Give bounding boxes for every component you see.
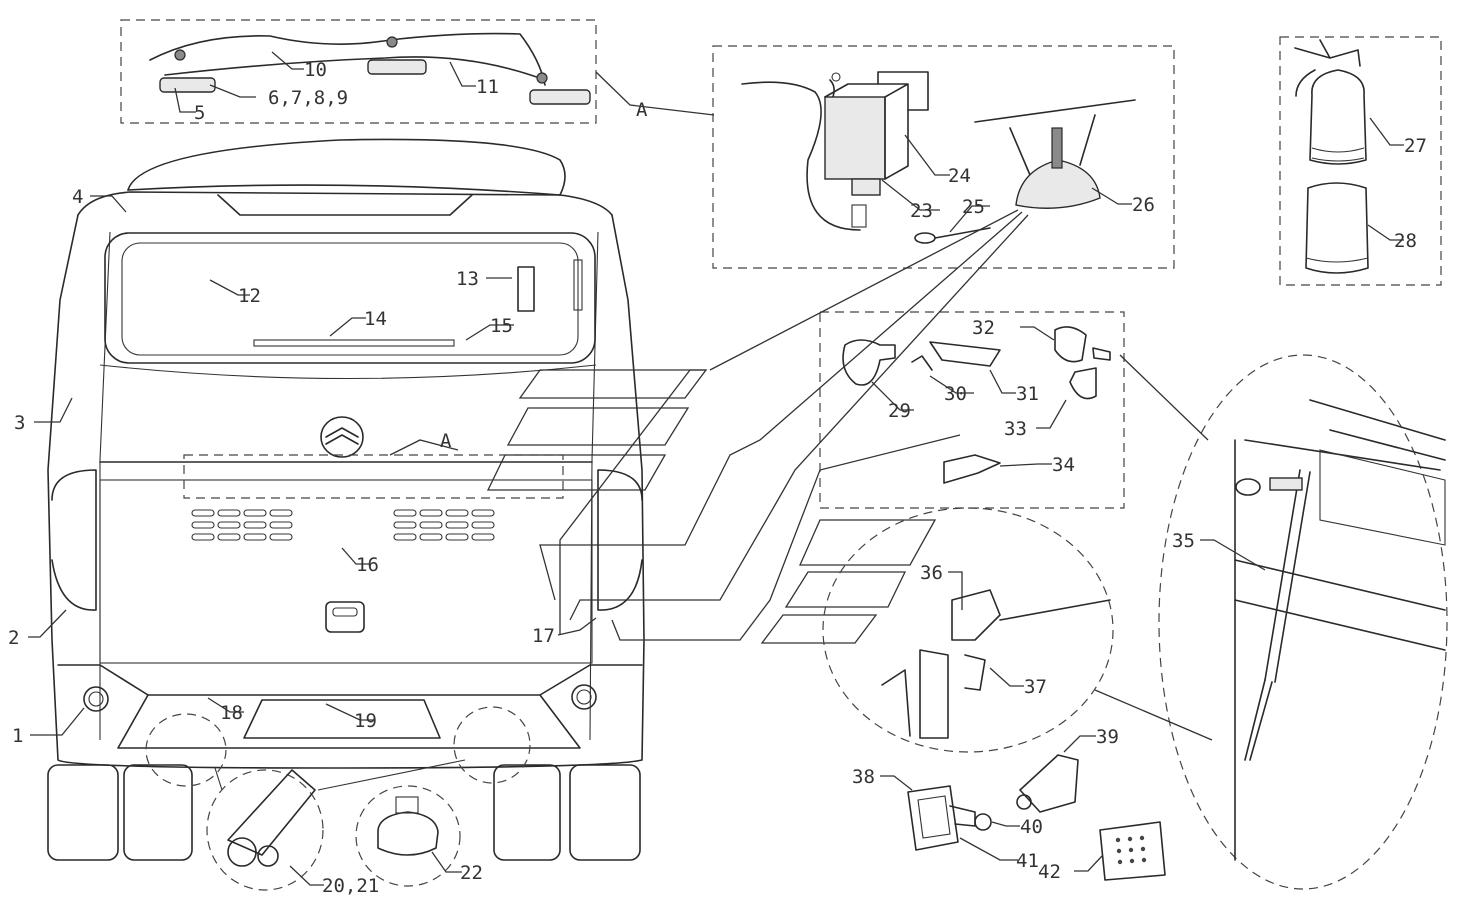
- label-40: 40: [1020, 816, 1043, 838]
- label-34: 34: [1052, 454, 1075, 476]
- label-30: 30: [944, 383, 967, 405]
- part-27-extinguisher: [1309, 69, 1367, 165]
- label-1: 1: [12, 725, 23, 747]
- part-39: [1019, 754, 1079, 813]
- label-41: 41: [1016, 850, 1039, 872]
- brand-logo: [320, 416, 364, 458]
- label-12: 12: [238, 285, 261, 307]
- engine-grille-left: [191, 509, 293, 541]
- rear-bumper: [57, 664, 643, 696]
- detail-latch: [822, 507, 1114, 753]
- rear-tire: [47, 764, 119, 861]
- label-3: 3: [14, 412, 25, 434]
- label-detail-a-body: A: [440, 430, 452, 452]
- label-24: 24: [948, 165, 971, 187]
- label-10: 10: [304, 59, 327, 81]
- part-22: [377, 811, 439, 856]
- projection-lines: [486, 209, 1029, 644]
- label-6-9: 6,7,8,9: [268, 87, 348, 109]
- license-plate-area: [243, 699, 441, 739]
- part-28-canister: [1305, 182, 1369, 274]
- label-32: 32: [972, 317, 995, 339]
- label-20-21: 20,21: [322, 875, 379, 897]
- label-26: 26: [1132, 194, 1155, 216]
- label-27: 27: [1404, 135, 1427, 157]
- label-33: 33: [1004, 418, 1027, 440]
- part-26-lamp: [1015, 159, 1101, 209]
- part-34: [943, 454, 1001, 484]
- part-29: [842, 339, 896, 386]
- label-11: 11: [476, 76, 499, 98]
- label-19: 19: [354, 710, 377, 732]
- roof-cap: [127, 138, 566, 196]
- label-23: 23: [910, 200, 933, 222]
- label-25: 25: [962, 196, 985, 218]
- label-5: 5: [194, 102, 205, 124]
- tail-lamp-left: [83, 686, 109, 712]
- label-17: 17: [532, 625, 555, 647]
- part-35-strut: [1264, 469, 1311, 683]
- label-14: 14: [364, 308, 387, 330]
- label-16: 16: [356, 554, 379, 576]
- part-33: [1069, 367, 1097, 400]
- detail-hinges: [819, 311, 1125, 509]
- part-32: [1054, 326, 1087, 363]
- label-35: 35: [1172, 530, 1195, 552]
- rear-window: [104, 232, 596, 364]
- engine-lid: [99, 479, 593, 664]
- detail-bracket-and-sensor: [206, 759, 466, 891]
- label-detail-a-top: A: [636, 99, 648, 121]
- label-13: 13: [456, 268, 479, 290]
- part-38: [907, 785, 959, 851]
- label-31: 31: [1016, 383, 1039, 405]
- label-18: 18: [220, 702, 243, 724]
- part-25: [914, 232, 936, 244]
- label-22: 22: [460, 862, 483, 884]
- part-31: [929, 341, 1001, 367]
- label-38: 38: [852, 766, 875, 788]
- part-14-strip: [253, 339, 455, 347]
- label-4: 4: [72, 186, 83, 208]
- label-leaders: [28, 51, 1404, 886]
- detail-hardware: [907, 754, 1166, 881]
- part-40: [974, 813, 992, 831]
- label-39: 39: [1096, 726, 1119, 748]
- part-13: [517, 266, 535, 312]
- label-28: 28: [1394, 230, 1417, 252]
- label-2: 2: [8, 627, 19, 649]
- bus-rear-view: [47, 138, 645, 861]
- part-42: [1099, 821, 1166, 881]
- detail-fire-extinguisher: [1279, 36, 1442, 286]
- top-marker-light: [217, 194, 473, 216]
- part-labels: 1 2 3 4 5 6,7,8,9 10 11 12 13 14 15 16 1…: [8, 59, 1427, 897]
- label-29: 29: [888, 400, 911, 422]
- label-42: 42: [1038, 861, 1061, 883]
- engine-grille-right: [393, 509, 495, 541]
- body-outline: [47, 214, 645, 769]
- tail-lamp-right: [571, 684, 597, 710]
- engine-lid-handle: [325, 601, 365, 633]
- label-36: 36: [920, 562, 943, 584]
- detail-relay-box: [712, 45, 1175, 269]
- label-37: 37: [1024, 676, 1047, 698]
- detail-gas-strut: [1158, 354, 1448, 890]
- label-15: 15: [490, 315, 513, 337]
- detail-roof-wiring: [120, 19, 597, 124]
